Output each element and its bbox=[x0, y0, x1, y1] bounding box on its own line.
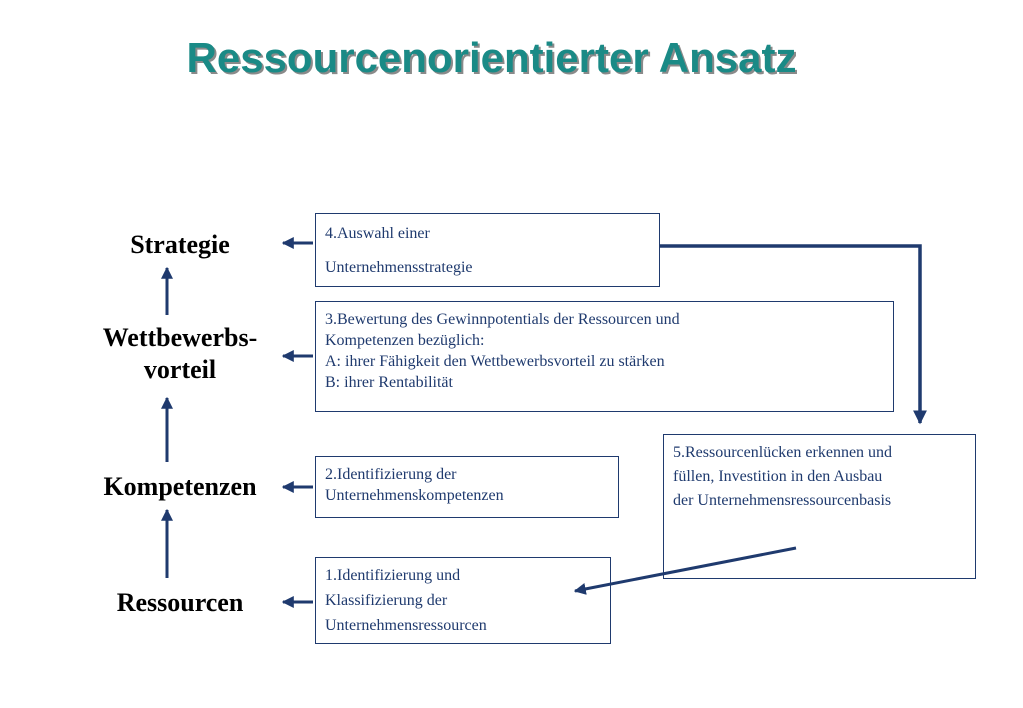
step5-line1: 5.Ressourcenlücken erkennen und bbox=[673, 444, 893, 461]
arrow-step4-to-step5 bbox=[660, 244, 927, 425]
step5-line2: füllen, Investition in den Ausbau bbox=[673, 468, 883, 485]
step4-line1: 4.Auswahl einer bbox=[325, 225, 430, 242]
step1-line1: 1.Identifizierung und bbox=[325, 567, 461, 584]
step3-line2: Kompetenzen bezüglich: bbox=[325, 332, 485, 349]
level-wettbewerbsvorteil: Wettbewerbs- vorteil bbox=[80, 322, 280, 386]
step3-line3: A: ihrer Fähigkeit den Wettbewerbsvortei… bbox=[325, 353, 665, 370]
step1-line2: Klassifizierung der bbox=[325, 592, 448, 609]
step3-box: 3.Bewertung des Gewinnpotentials der Res… bbox=[315, 301, 894, 412]
step1-line3: Unternehmensressourcen bbox=[325, 617, 487, 634]
level-kompetenzen: Kompetenzen bbox=[103, 472, 257, 501]
step5-box: 5.Ressourcenlücken erkennen und füllen, … bbox=[663, 434, 976, 579]
step3-line4: B: ihrer Rentabilität bbox=[325, 374, 453, 391]
step2-line1: 2.Identifizierung der bbox=[325, 466, 457, 483]
step1-box: 1.Identifizierung und Klassifizierung de… bbox=[315, 557, 611, 644]
step5-line3: der Unternehmensressourcenbasis bbox=[673, 492, 892, 509]
level-wettbewerbsvorteil-line1: Wettbewerbs- bbox=[102, 323, 258, 352]
step4-line2: Unternehmensstrategie bbox=[325, 259, 473, 276]
level-strategie: Strategie bbox=[130, 230, 230, 259]
level-ressourcen: Ressourcen bbox=[116, 588, 244, 617]
arrow-step5-to-step1 bbox=[573, 546, 797, 595]
step2-line2: Unternehmenskompetenzen bbox=[325, 487, 504, 504]
level-wettbewerbsvorteil-line2: vorteil bbox=[143, 355, 217, 384]
step2-box: 2.Identifizierung der Unternehmenskompet… bbox=[315, 456, 619, 518]
page-title: Ressourcenorientierter Ansatz bbox=[186, 34, 797, 81]
step4-box: 4.Auswahl einer Unternehmensstrategie bbox=[315, 213, 660, 287]
step3-line1: 3.Bewertung des Gewinnpotentials der Res… bbox=[325, 311, 680, 328]
